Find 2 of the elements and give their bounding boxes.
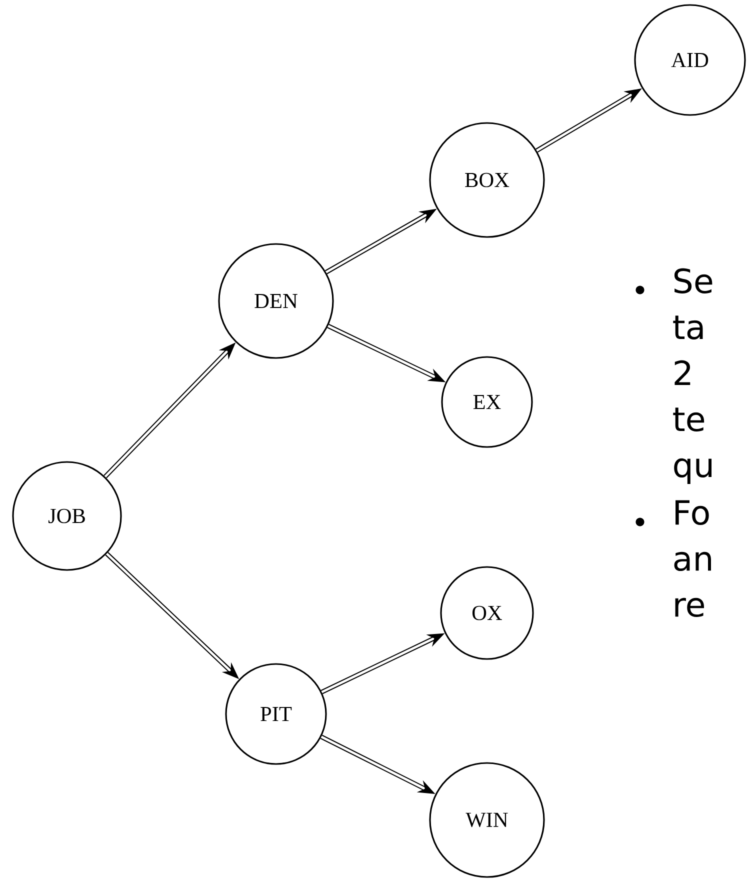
bullet-text: Se ta 2 te qu <box>673 268 712 484</box>
bullet-text: Fo an re <box>674 500 711 618</box>
